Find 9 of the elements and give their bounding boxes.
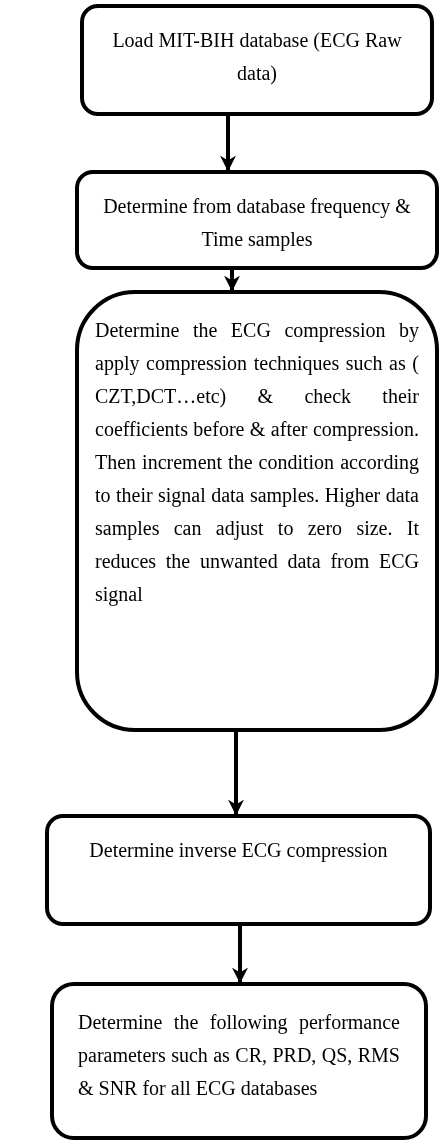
arrow [232, 926, 248, 984]
process-box: Determine the following performance parameters such as CR, PRD, QS, RMS & SNR for all ECG databases [50, 982, 428, 1140]
arrow [220, 116, 236, 172]
process-box: Load MIT-BIH database (ECG Raw data) [80, 4, 434, 116]
arrow [224, 270, 240, 292]
process-box: Determine the ECG compression by apply compression techniques such as ( CZT,DCT…etc) & check their coefficients before & after compression. Then increment the condition according to their signal data samples. Higher data samples can adjust to zero size. It reduces the unwanted data from ECG signal [75, 290, 439, 732]
process-box: Determine inverse ECG compression [45, 814, 432, 926]
process-box: Determine from database frequency & Time samples [75, 170, 439, 270]
arrow [228, 732, 244, 816]
